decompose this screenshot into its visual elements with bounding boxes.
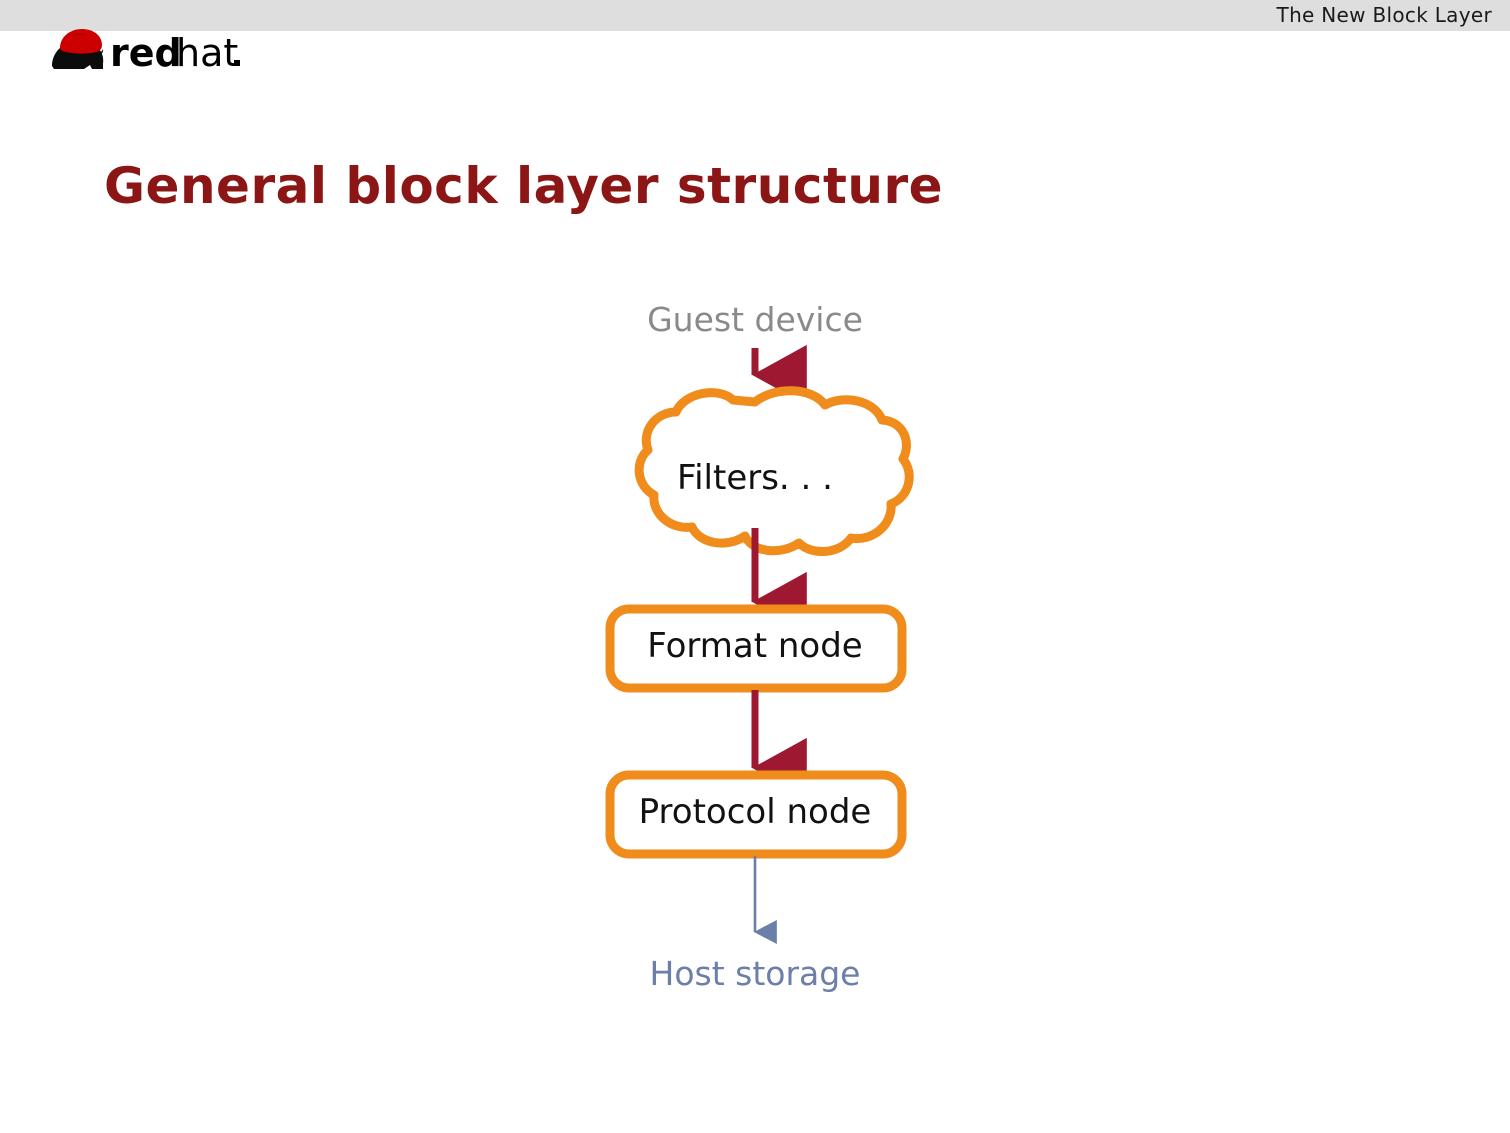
brand-wordmark-bold: red xyxy=(110,31,182,74)
header-bar: The New Block Layer xyxy=(0,0,1510,31)
redhat-shadowman-logo: red hat xyxy=(44,22,244,74)
diagram-label-guest-device: Guest device xyxy=(647,300,863,339)
brand-wordmark-dot xyxy=(234,60,240,66)
page-title: General block layer structure xyxy=(104,156,944,215)
diagram-label-host-storage: Host storage xyxy=(649,954,861,993)
brand-wordmark-light: hat xyxy=(176,31,238,74)
node-protocol-node-box xyxy=(605,770,907,859)
running-title: The New Block Layer xyxy=(1276,3,1492,27)
node-format-node-box xyxy=(605,604,907,693)
diagram-label-protocol-node: Protocol node xyxy=(638,792,872,832)
shadowman-icon xyxy=(52,29,104,69)
diagram-label-format-node: Format node xyxy=(647,626,863,666)
diagram-label-filters: Filters. . . xyxy=(677,458,833,498)
node-filters-cloud xyxy=(634,386,914,557)
